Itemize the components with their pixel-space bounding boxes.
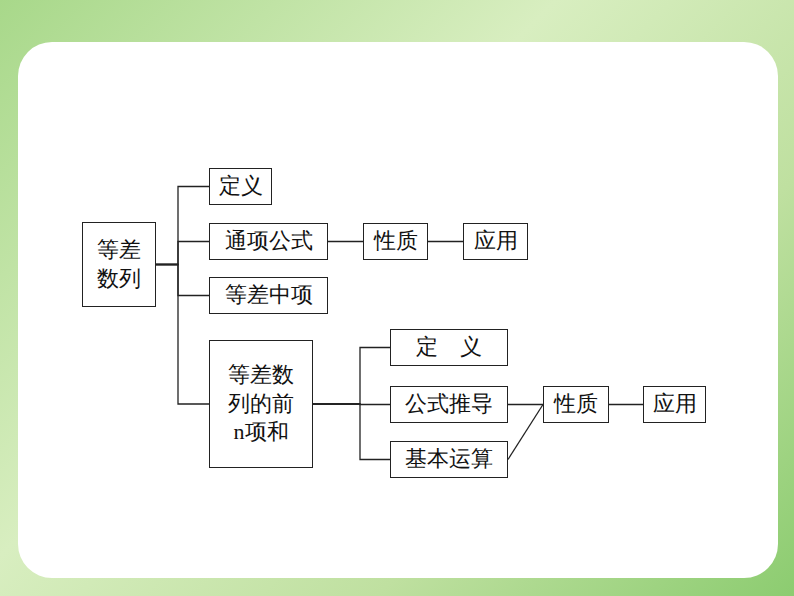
connector-line bbox=[328, 241, 363, 242]
box-label: 性质 bbox=[374, 227, 418, 256]
concept-box: 应用 bbox=[643, 386, 706, 423]
box-label: 通项公式 bbox=[225, 227, 313, 256]
concept-box: 定义 bbox=[209, 168, 272, 205]
connector-line bbox=[156, 265, 209, 405]
connector-line bbox=[609, 404, 643, 405]
box-label: 定 义 bbox=[416, 333, 482, 362]
box-label: 应用 bbox=[474, 227, 518, 256]
concept-box: 等差 数列 bbox=[82, 222, 156, 307]
connector-line bbox=[156, 187, 209, 265]
concept-box: 公式推导 bbox=[390, 386, 508, 423]
connector-line bbox=[156, 265, 209, 296]
connector-line bbox=[313, 348, 390, 405]
box-label: 公式推导 bbox=[405, 390, 493, 419]
concept-box: 应用 bbox=[463, 223, 528, 260]
box-label: 基本运算 bbox=[405, 445, 493, 474]
concept-box: 定 义 bbox=[390, 329, 508, 366]
connector-line bbox=[156, 242, 209, 265]
connector-line bbox=[313, 404, 390, 460]
concept-box: 等差中项 bbox=[209, 277, 328, 314]
box-label: 等差 数列 bbox=[83, 236, 155, 293]
connector-line bbox=[428, 241, 463, 242]
concept-box: 通项公式 bbox=[209, 223, 328, 260]
connector-line bbox=[508, 404, 543, 405]
box-label: 等差中项 bbox=[225, 281, 313, 310]
box-label: 定义 bbox=[219, 172, 263, 201]
box-label: 性质 bbox=[554, 390, 598, 419]
box-label: 应用 bbox=[653, 390, 697, 419]
concept-box: 性质 bbox=[543, 386, 609, 423]
white-panel bbox=[18, 42, 778, 578]
concept-box: 基本运算 bbox=[390, 441, 508, 478]
box-label: 等差数 列的前 n项和 bbox=[210, 361, 312, 447]
concept-box: 等差数 列的前 n项和 bbox=[209, 340, 313, 468]
concept-box: 性质 bbox=[363, 223, 428, 260]
connector-line bbox=[508, 405, 543, 460]
